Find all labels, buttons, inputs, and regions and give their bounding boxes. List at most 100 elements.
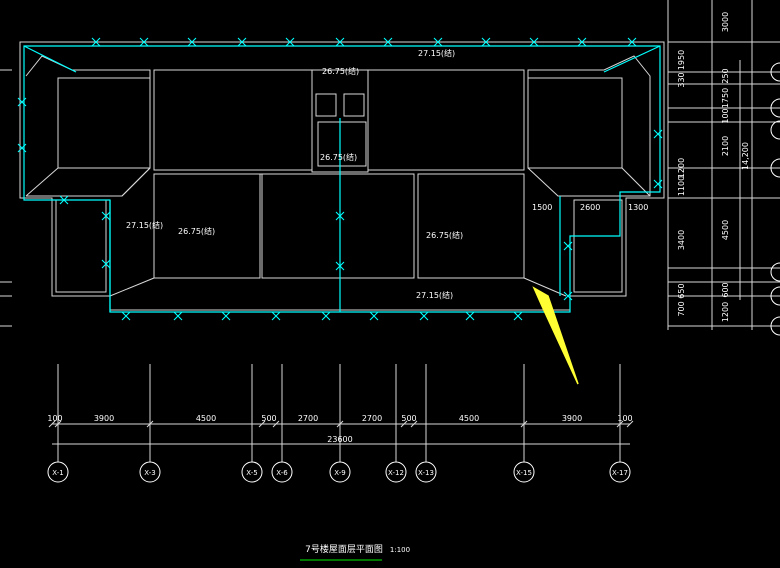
- dim-right-1200: 1200: [677, 158, 686, 178]
- axis-bubble-x-6: X-6: [271, 461, 293, 483]
- axis-bubble-right: [770, 98, 780, 118]
- axis-bubble-x-1: X-1: [47, 461, 69, 483]
- roof-drain-marker: [577, 37, 587, 47]
- dim-bottom-1: 100: [47, 414, 62, 423]
- dim-right-1950: 1950: [677, 50, 686, 70]
- dim-right-3400: 3400: [677, 230, 686, 250]
- elevation-stair-top: 26.75(结): [322, 66, 359, 76]
- dim-right-2100: 2100: [721, 136, 730, 156]
- axis-bubble-x-3: X-3: [139, 461, 161, 483]
- parapet-line: [23, 45, 661, 313]
- roof-drain-marker: [187, 37, 197, 47]
- axis-bubble-x-9: X-9: [329, 461, 351, 483]
- roof-drain-marker: [321, 311, 331, 321]
- roof-panel-a: [153, 69, 313, 171]
- dim-right-600: 600: [721, 282, 730, 297]
- axis-bubble-x-13: X-13: [415, 461, 437, 483]
- dim-right-250: 250: [721, 68, 730, 83]
- left-roof-panel: [57, 77, 151, 169]
- drawing-scale: 1:100: [390, 546, 410, 554]
- axis-bubble-right: [770, 316, 780, 336]
- roof-drain-marker: [653, 129, 663, 139]
- dim-right-14200: 14,200: [741, 142, 750, 170]
- axis-label: X-17: [612, 469, 628, 477]
- axis-bubble-right: [770, 158, 780, 178]
- roof-drain-marker: [383, 37, 393, 47]
- dim-bottom-9: 3900: [562, 414, 582, 423]
- elevation-bottom: 27.15(结): [416, 290, 453, 300]
- roof-drain-marker: [237, 37, 247, 47]
- roof-drain-marker: [653, 179, 663, 189]
- axis-label: X-3: [144, 469, 155, 477]
- roof-drain-marker: [17, 143, 27, 153]
- roof-drain-marker: [101, 259, 111, 269]
- roof-drain-marker: [285, 37, 295, 47]
- dim-right-1200b: 1200: [721, 302, 730, 322]
- dim-bottom-8: 4500: [459, 414, 479, 423]
- roof-drain-marker: [563, 291, 573, 301]
- annotation-arrow: [532, 286, 579, 385]
- axis-bubble-right: [770, 62, 780, 82]
- elevation-top: 27.15(结): [418, 48, 455, 58]
- dim-bottom-10: 100: [617, 414, 632, 423]
- axis-bubble-x-5: X-5: [241, 461, 263, 483]
- roof-panel-b: [367, 69, 525, 171]
- roof-drain-marker: [563, 241, 573, 251]
- roof-panel-c: [153, 173, 261, 279]
- elevation-parapet-left: 27.15(结): [126, 220, 163, 230]
- axis-bubble-x-15: X-15: [513, 461, 535, 483]
- roof-drain-marker: [271, 311, 281, 321]
- roof-drain-marker: [513, 311, 523, 321]
- roof-drain-marker: [419, 311, 429, 321]
- roof-drain-marker: [335, 37, 345, 47]
- axis-label: X-13: [418, 469, 434, 477]
- dim-bottom-3: 4500: [196, 414, 216, 423]
- dim-bottom-2: 3900: [94, 414, 114, 423]
- dim-right-700-650: 700 650: [677, 283, 686, 316]
- axis-bubble-right: [770, 262, 780, 282]
- roof-drain-marker: [369, 311, 379, 321]
- roof-drain-marker: [121, 311, 131, 321]
- roof-drain-marker: [59, 195, 69, 205]
- dim-2600: 2600: [580, 203, 600, 212]
- axis-bubble-x-17: X-17: [609, 461, 631, 483]
- dim-right-1100: 1100: [677, 176, 686, 196]
- elevation-room-right: 26.75(结): [426, 230, 463, 240]
- axis-label: X-6: [276, 469, 288, 477]
- right-hip-roof: [527, 55, 651, 197]
- dim-bottom-5: 2700: [298, 414, 318, 423]
- roof-drain-marker: [91, 37, 101, 47]
- dim-bottom-total: 23600: [327, 435, 352, 444]
- dim-bottom-6: 2700: [362, 414, 382, 423]
- dim-right-330: 330: [677, 72, 686, 87]
- dim-1300: 1300: [628, 203, 648, 212]
- roof-drain-marker: [173, 311, 183, 321]
- left-hip-roof: [25, 55, 151, 197]
- axis-bubble-x-12: X-12: [385, 461, 407, 483]
- roof-drain-marker: [529, 37, 539, 47]
- roof-drain-marker: [335, 261, 345, 271]
- axis-label: X-12: [388, 469, 404, 477]
- axis-label: X-9: [334, 469, 345, 477]
- roof-drain-marker: [433, 37, 443, 47]
- dim-right-100: 100: [721, 108, 730, 123]
- dim-bottom-7: 500: [401, 414, 416, 423]
- building-outline: [19, 41, 665, 311]
- roof-drain-marker: [139, 37, 149, 47]
- elevation-room-left: 26.75(结): [178, 226, 215, 236]
- dim-right-4500: 4500: [721, 220, 730, 240]
- dim-bottom-4: 500: [261, 414, 276, 423]
- dim-right-1750: 1750: [721, 88, 730, 108]
- drawing-title: 7号楼屋面层平面图: [305, 543, 383, 555]
- roof-panel-d: [261, 173, 415, 279]
- axis-bubble-right: [770, 286, 780, 306]
- elevation-stair-mid: 26.75(结): [320, 152, 357, 162]
- roof-drain-marker: [335, 211, 345, 221]
- dim-right-3000: 3000: [721, 12, 730, 32]
- roof-drain-marker: [465, 311, 475, 321]
- axis-label: X-15: [516, 469, 532, 477]
- right-roof-panel: [527, 77, 623, 169]
- roof-panel-e: [417, 173, 525, 279]
- roof-drain-marker: [481, 37, 491, 47]
